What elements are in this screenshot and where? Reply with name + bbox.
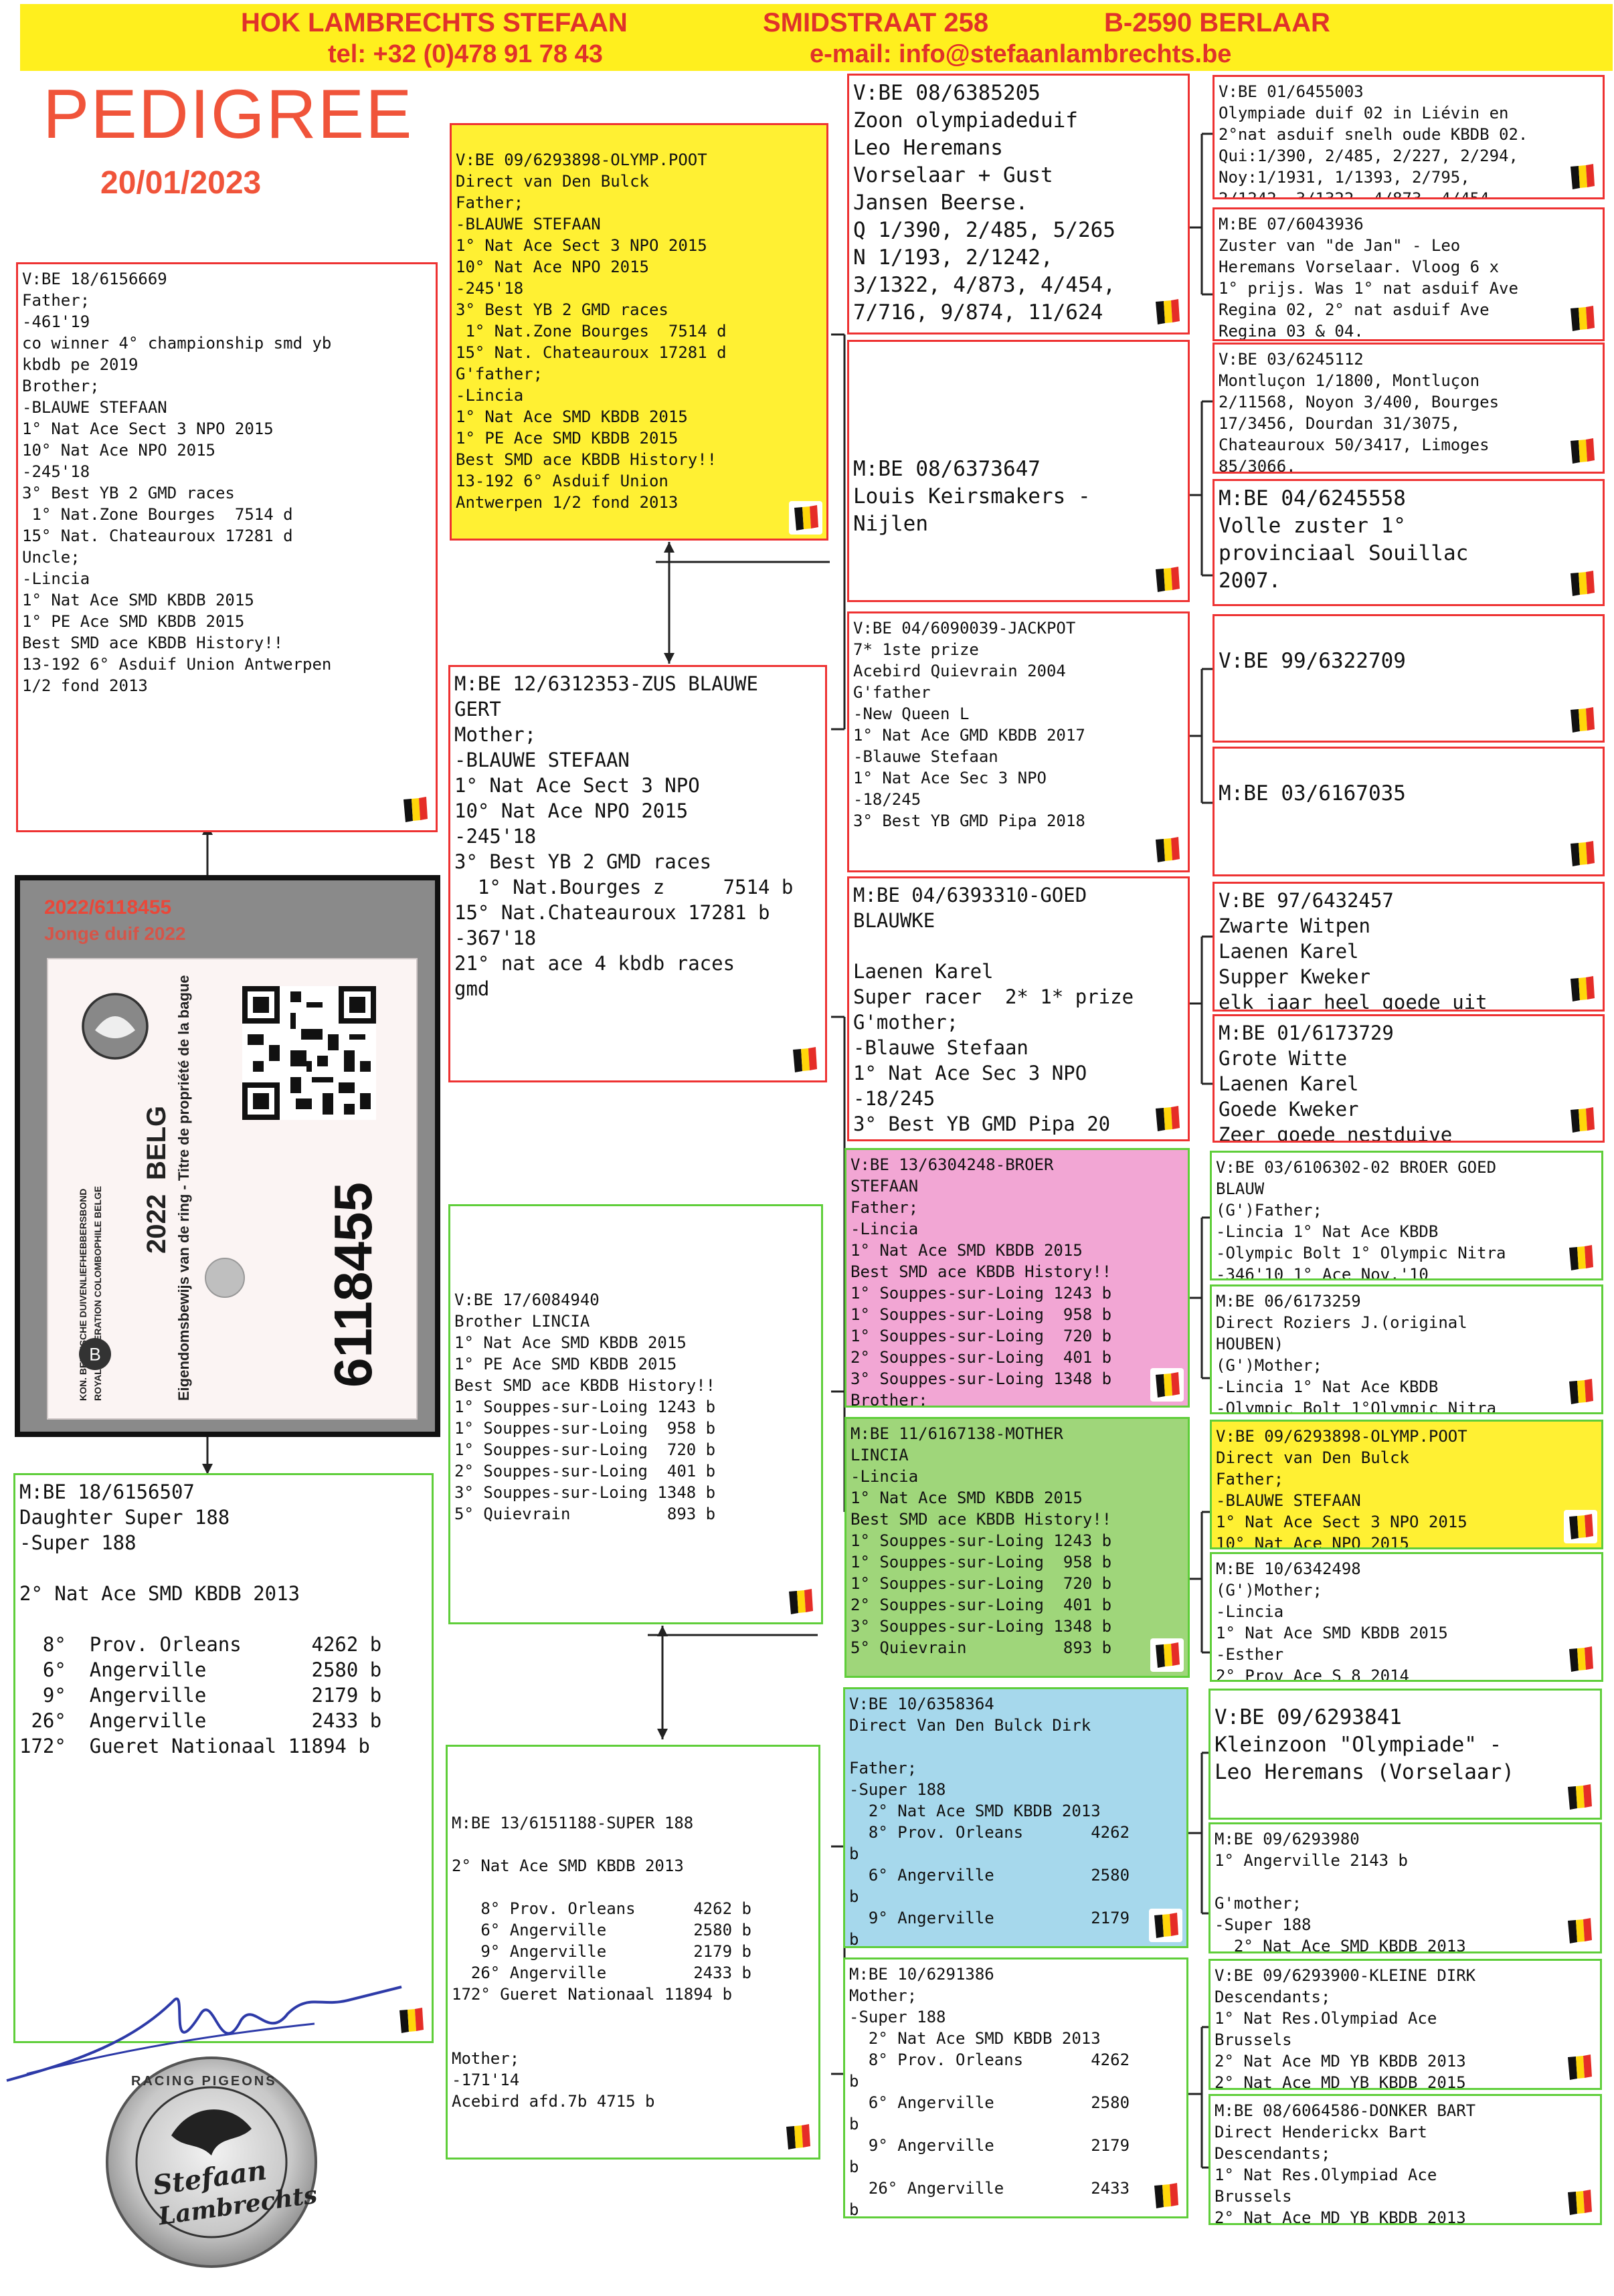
belgium-flag-icon [1562,2186,1596,2219]
gg-box-5: V:BE 99/6322709 [1213,614,1605,743]
street-address: SMIDSTRAAT 258 [763,8,989,37]
gg-box-6: M:BE 03/6167035 [1213,747,1605,876]
crown-icon: B [79,1338,111,1370]
gg-box-10: M:BE 06/6173259 Direct Roziers J.(origin… [1210,1284,1603,1414]
gg-box-12: M:BE 10/6342498 (G')Mother; -Lincia 1° N… [1210,1552,1603,1682]
fm-father-box: V:BE 04/6090039-JACKPOT 7* 1ste prize Ac… [847,611,1190,872]
gg-box-14: M:BE 09/6293980 1° Angerville 2143 b G'm… [1208,1822,1602,1953]
gg-box-16: M:BE 08/6064586-DONKER BART Direct Hende… [1208,2094,1602,2225]
email-address[interactable]: e-mail: info@stefaanlambrechts.be [810,40,1232,68]
dam-father-box: V:BE 17/6084940 Brother LINCIA 1° Nat Ac… [448,1204,823,1624]
belgium-flag-icon [1564,1375,1597,1408]
dam-mother-box: M:BE 13/6151188-SUPER 188 2° Nat Ace SMD… [446,1745,820,2160]
ownership-text: Eigendomsbewijs van de ring - Titre de p… [175,975,192,1401]
belgium-flag-icon [1565,703,1599,737]
belgium-flag-icon [1150,1368,1184,1402]
belgium-flag-icon [1149,2179,1182,2212]
mm-father-box: V:BE 10/6358364 Direct Van Den Bulck Dir… [843,1687,1188,1948]
federation-logo-icon [82,993,149,1060]
belgium-flag-icon [784,1585,817,1618]
belgium-flag-icon [1150,833,1184,866]
belgium-flag-icon [1150,1102,1184,1135]
stefaan-lambrechts-seal-icon [106,2056,317,2268]
belgium-flag-icon [394,2004,428,2037]
belgium-flag-icon [1150,1638,1184,1672]
seal-top-text: RACING PIGEONS [131,2074,277,2089]
belgium-flag-icon [1565,1103,1599,1137]
ff-mother-box: M:BE 08/6373647 Louis Keirsmakers - Nijl… [847,340,1190,602]
sire-father-box: V:BE 09/6293898-OLYMP.POOT Direct van De… [450,123,828,541]
header-banner: HOK LAMBRECHTS STEFAAN SMIDSTRAAT 258 B-… [20,4,1613,71]
telephone: tel: +32 (0)478 91 78 43 [328,40,603,68]
signature-icon [6,1986,402,2082]
belgium-flag-icon [1565,302,1599,335]
page-title: PEDIGREE [43,76,414,153]
dam-box: M:BE 18/6156507 Daughter Super 188 -Supe… [13,1473,434,2043]
belgium-flag-icon [1562,1914,1596,1947]
ring-number: 6118455 [323,1181,383,1388]
belgium-flag-icon [1562,2050,1596,2084]
mf-father-box: V:BE 13/6304248-BROER STEFAAN Father; -L… [844,1148,1190,1408]
ring-certificate-card: 2022/6118455 Jonge duif 2022 6118455 202… [15,875,440,1437]
sire-box: V:BE 18/6156669 Father; -461'19 co winne… [16,262,438,832]
city-address: B-2590 BERLAAR [1104,8,1330,37]
ring-certificate: 6118455 2022 BELG KON. BELGISCHE DUIVENL… [47,958,418,1420]
ff-father-box: V:BE 08/6385205 Zoon olympiadeduif Leo H… [847,74,1190,334]
belgium-flag-icon [789,501,822,535]
belgium-flag-icon [1562,1780,1596,1814]
qr-code-icon [242,986,376,1120]
gg-box-9: V:BE 03/6106302-02 BROER GOED BLAUW (G')… [1210,1151,1603,1280]
gg-box-7: V:BE 97/6432457 Zwarte Witpen Laenen Kar… [1213,882,1605,1012]
mm-mother-box: M:BE 10/6291386 Mother; -Super 188 2° Na… [843,1957,1188,2218]
belgium-flag-icon [398,793,432,826]
ring-year: 2022 [142,1194,171,1254]
card-pigeon-name: Jonge duif 2022 [44,923,186,944]
belgium-flag-icon [1150,563,1184,596]
gg-box-8: M:BE 01/6173729 Grote Witte Laenen Karel… [1213,1014,1605,1143]
gg-box-11: V:BE 09/6293898-OLYMP.POOT Direct van De… [1210,1420,1603,1549]
belgium-flag-icon [1565,434,1599,468]
belgium-flag-icon [788,1043,821,1076]
gg-box-1: V:BE 01/6455003 Olympiade duif 02 in Lié… [1213,75,1605,199]
belgium-flag-icon [1565,837,1599,870]
belgium-flag-icon [1565,972,1599,1006]
belgium-flag-icon [1564,1510,1597,1543]
card-ring-number: 2022/6118455 [44,896,172,919]
belgium-flag-icon [1149,1909,1182,1942]
belgium-flag-icon [1564,1241,1597,1274]
page-date: 20/01/2023 [100,165,262,201]
gg-box-2: M:BE 07/6043936 Zuster van "de Jan" - Le… [1213,207,1605,341]
fm-mother-box: M:BE 04/6393310-GOED BLAUWKE Laenen Kare… [847,876,1190,1141]
card-hologram [205,1258,245,1298]
belgium-flag-icon [1565,567,1599,600]
gg-box-15: V:BE 09/6293900-KLEINE DIRK Descendants;… [1208,1959,1602,2090]
sire-mother-box: M:BE 12/6312353-ZUS BLAUWE GERT Mother; … [448,665,827,1082]
ring-country: BELG [142,1105,171,1180]
gg-box-13: V:BE 09/6293841 Kleinzoon "Olympiade" - … [1208,1689,1602,1820]
belgium-flag-icon [1150,295,1184,328]
belgium-flag-icon [1565,160,1599,193]
gg-box-3: V:BE 03/6245112 Montluçon 1/1800, Montlu… [1213,343,1605,474]
loft-name: HOK LAMBRECHTS STEFAAN [241,8,628,37]
gg-box-4: M:BE 04/6245558 Volle zuster 1° provinci… [1213,479,1605,606]
belgium-flag-icon [1564,1642,1597,1676]
mf-mother-box: M:BE 11/6167138-MOTHER LINCIA -Lincia 1°… [844,1417,1190,1678]
belgium-flag-icon [781,2120,814,2154]
svg-text:B: B [89,1345,101,1365]
